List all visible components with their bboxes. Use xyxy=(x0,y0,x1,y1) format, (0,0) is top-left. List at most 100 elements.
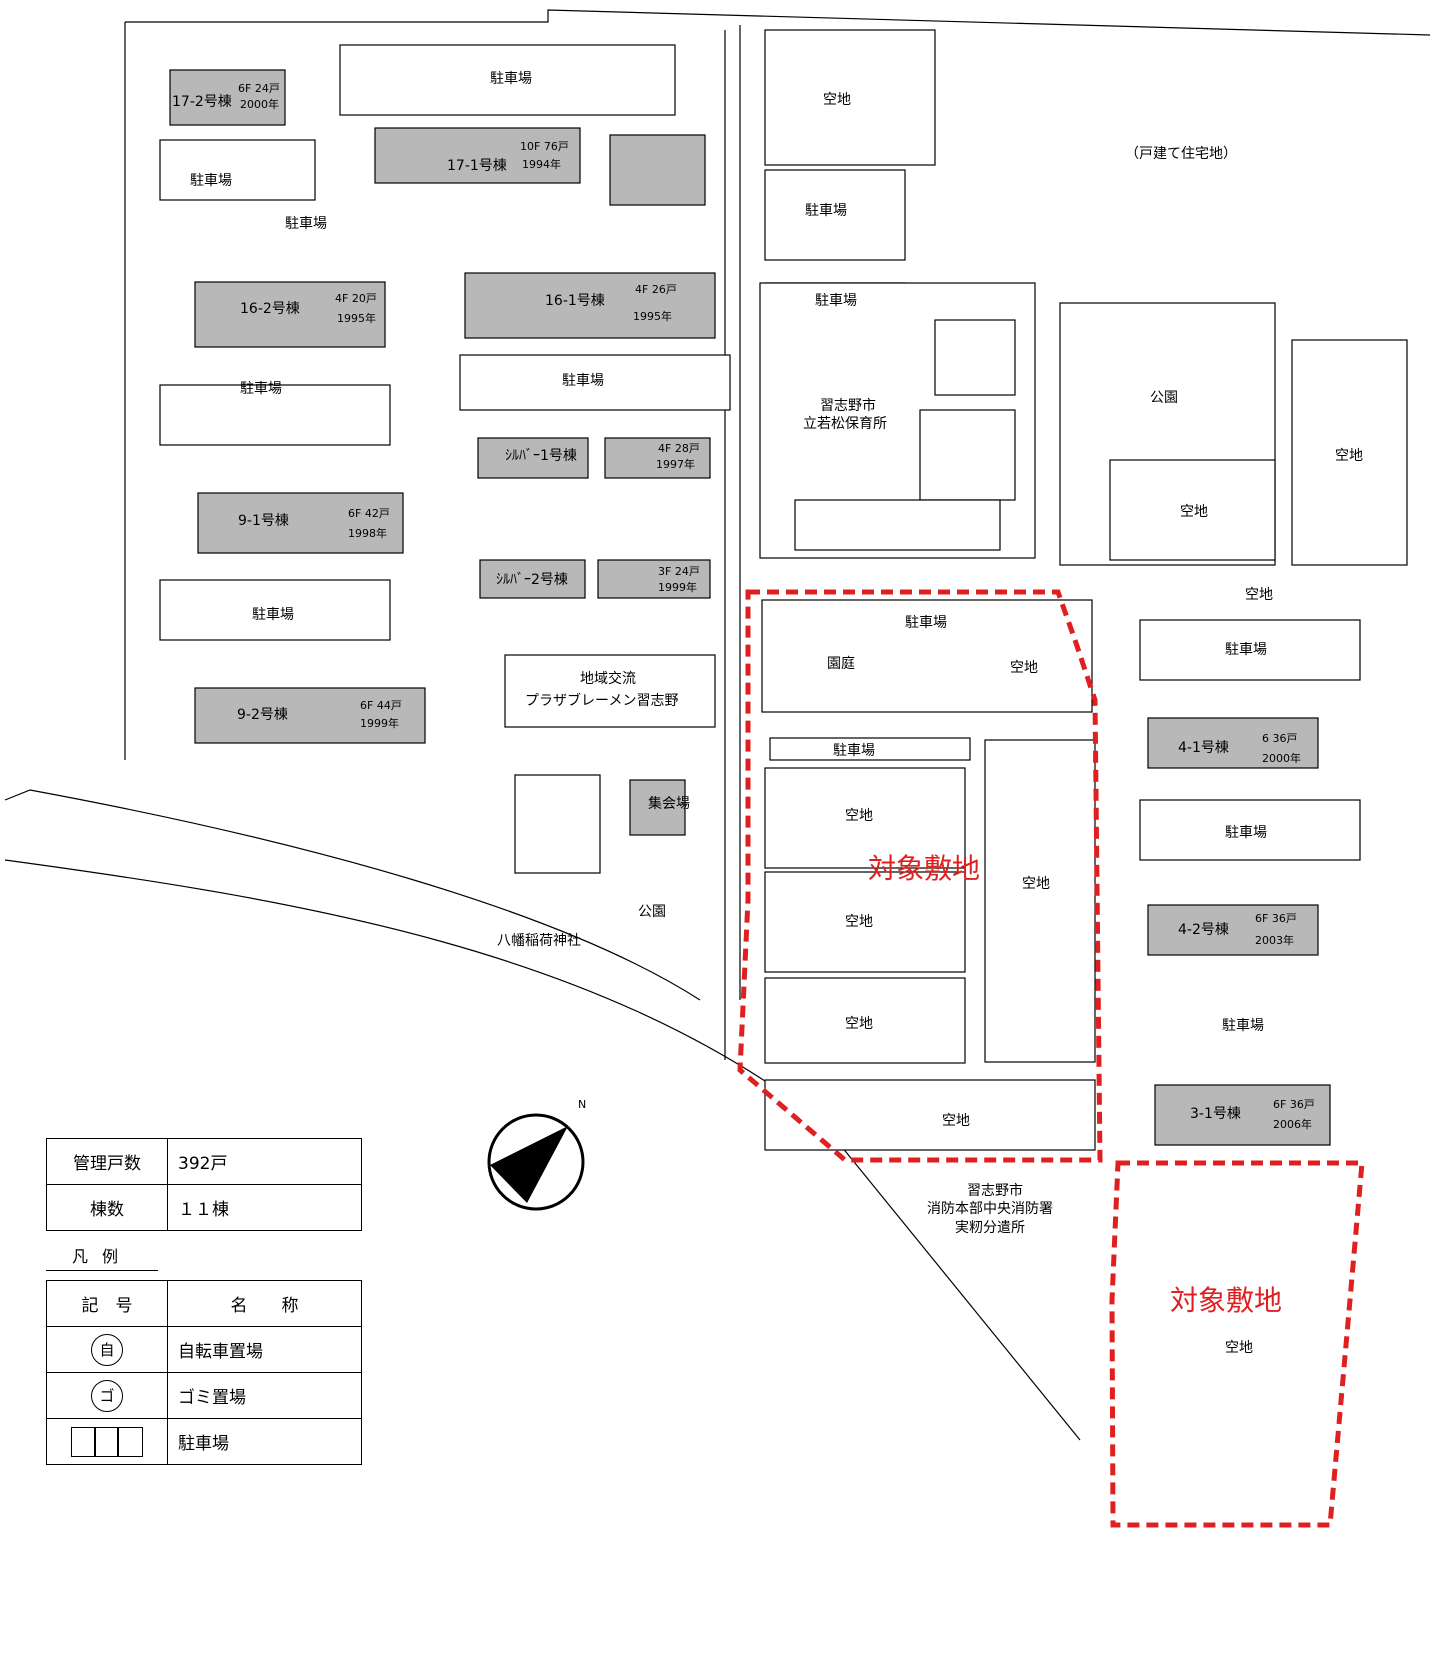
svg-text:空地: 空地 xyxy=(1010,660,1038,676)
svg-text:駐車場: 駐車場 xyxy=(1225,824,1267,841)
svg-text:駐車場: 駐車場 xyxy=(905,614,947,631)
svg-text:1999年: 1999年 xyxy=(658,580,697,594)
svg-text:1995年: 1995年 xyxy=(337,311,376,325)
svg-text:4F 28戸: 4F 28戸 xyxy=(658,442,700,455)
svg-text:駐車場: 駐車場 xyxy=(815,292,857,309)
svg-text:プラザブレーメン習志野: プラザブレーメン習志野 xyxy=(525,692,678,709)
legend-col-symbol: 記 号 xyxy=(46,1280,168,1327)
svg-text:消防本部中央消防署: 消防本部中央消防署 xyxy=(927,1201,1053,1217)
building-3-1 xyxy=(1154,1084,1331,1146)
svg-text:4-2号棟: 4-2号棟 xyxy=(1178,922,1229,938)
svg-text:1997年: 1997年 xyxy=(656,457,695,471)
svg-text:9-1号棟: 9-1号棟 xyxy=(238,513,289,529)
svg-text:習志野市: 習志野市 xyxy=(967,1182,1023,1199)
building-labels: 17-2号棟 6F 24戸 2000年 17-1号棟 10F 76戸 1994年… xyxy=(172,82,1315,1131)
svg-text:空地: 空地 xyxy=(1335,448,1363,464)
building-4-2 xyxy=(1147,904,1319,956)
legend-col-name: 名 称 xyxy=(167,1280,362,1327)
svg-text:空地: 空地 xyxy=(845,914,873,930)
svg-text:駐車場: 駐車場 xyxy=(240,380,282,397)
svg-text:ｼﾙﾊﾞｰ2号棟: ｼﾙﾊﾞｰ2号棟 xyxy=(496,572,568,588)
svg-text:N: N xyxy=(578,1098,586,1111)
svg-text:6 36戸: 6 36戸 xyxy=(1262,732,1298,745)
building-silver-2 xyxy=(479,559,586,599)
svg-text:空地: 空地 xyxy=(845,808,873,824)
bike-symbol-cell: 自 xyxy=(46,1326,168,1373)
target-area-2 xyxy=(1109,1160,1365,1528)
svg-text:立若松保育所: 立若松保育所 xyxy=(803,416,887,432)
svg-text:空地: 空地 xyxy=(845,1016,873,1032)
svg-text:公園: 公園 xyxy=(1150,390,1178,406)
svg-text:2003年: 2003年 xyxy=(1255,933,1294,947)
building-meeting xyxy=(629,779,686,836)
svg-text:4F 26戸: 4F 26戸 xyxy=(635,283,677,296)
svg-text:9-2号棟: 9-2号棟 xyxy=(237,707,288,723)
svg-text:空地: 空地 xyxy=(1225,1340,1253,1356)
svg-text:空地: 空地 xyxy=(1245,587,1273,603)
svg-text:空地: 空地 xyxy=(1022,876,1050,892)
svg-text:地域交流: 地域交流 xyxy=(580,670,636,687)
svg-text:3-1号棟: 3-1号棟 xyxy=(1190,1106,1241,1122)
building-17-2 xyxy=(169,69,286,126)
parking-name: 駐車場 xyxy=(167,1418,362,1465)
svg-text:駐車場: 駐車場 xyxy=(285,215,327,232)
units-value: 392戸 xyxy=(167,1138,362,1185)
building-4-1 xyxy=(1147,717,1319,769)
trash-symbol-cell: ゴ xyxy=(46,1372,168,1419)
buildings xyxy=(169,69,1331,1146)
area-labels: 駐車場 駐車場 駐車場 駐車場 駐車場 駐車場 駐車場 駐車場 駐車場 駐車場 … xyxy=(190,70,1363,1356)
svg-text:空地: 空地 xyxy=(942,1113,970,1129)
svg-text:駐車場: 駐車場 xyxy=(833,742,875,759)
svg-text:6F 24戸: 6F 24戸 xyxy=(238,82,280,95)
building-9-2 xyxy=(194,687,426,744)
svg-text:実籾分遣所: 実籾分遣所 xyxy=(955,1220,1025,1236)
svg-text:空地: 空地 xyxy=(823,92,851,108)
parking-symbol-cell xyxy=(46,1418,168,1465)
svg-text:駐車場: 駐車場 xyxy=(1225,641,1267,658)
svg-text:1999年: 1999年 xyxy=(360,716,399,730)
building-9-1 xyxy=(197,492,404,554)
svg-text:駐車場: 駐車場 xyxy=(190,172,232,189)
svg-text:2000年: 2000年 xyxy=(1262,751,1301,765)
svg-text:6F 44戸: 6F 44戸 xyxy=(360,699,402,712)
svg-text:習志野市: 習志野市 xyxy=(820,397,876,414)
building-16-1 xyxy=(464,272,716,339)
building-16-2 xyxy=(194,281,386,348)
legend-title: 凡例 xyxy=(46,1243,158,1271)
svg-text:（戸建て住宅地）: （戸建て住宅地） xyxy=(1125,146,1237,162)
svg-text:6F 36戸: 6F 36戸 xyxy=(1255,912,1297,925)
summary-table: 管理戸数 392戸 棟数 １１棟 xyxy=(46,1138,362,1231)
svg-text:駐車場: 駐車場 xyxy=(562,372,604,389)
svg-text:1995年: 1995年 xyxy=(633,309,672,323)
legend-table: 記 号 名 称 自 自転車置場 ゴ ゴミ置場 駐車場 xyxy=(46,1280,362,1465)
svg-text:4F 20戸: 4F 20戸 xyxy=(335,292,377,305)
bike-name: 自転車置場 xyxy=(167,1326,362,1373)
svg-text:集会場: 集会場 xyxy=(648,795,690,812)
buildings-label: 棟数 xyxy=(46,1184,168,1231)
bike-parking-icon: 自 xyxy=(91,1333,123,1366)
parking-strips xyxy=(159,44,1361,861)
svg-text:駐車場: 駐車場 xyxy=(805,202,847,219)
trash-name: ゴミ置場 xyxy=(167,1372,362,1419)
svg-text:空地: 空地 xyxy=(1180,504,1208,520)
svg-text:2006年: 2006年 xyxy=(1273,1117,1312,1131)
svg-text:16-1号棟: 16-1号棟 xyxy=(545,293,605,309)
units-label: 管理戸数 xyxy=(46,1138,168,1185)
svg-text:ｼﾙﾊﾞｰ1号棟: ｼﾙﾊﾞｰ1号棟 xyxy=(505,448,577,464)
svg-text:駐車場: 駐車場 xyxy=(490,70,532,87)
building-silver-1 xyxy=(477,437,589,479)
svg-text:園庭: 園庭 xyxy=(827,655,855,672)
target-label: 対象敷地 xyxy=(868,852,980,885)
svg-text:1998年: 1998年 xyxy=(348,526,387,540)
svg-text:16-2号棟: 16-2号棟 xyxy=(240,301,300,317)
target-label: 対象敷地 xyxy=(1170,1284,1282,1317)
target-area-1 xyxy=(737,589,1103,1163)
svg-text:6F 36戸: 6F 36戸 xyxy=(1273,1098,1315,1111)
trash-icon: ゴ xyxy=(91,1379,123,1412)
parking-icon xyxy=(71,1426,143,1457)
building-label: 17-2号棟 xyxy=(172,94,232,110)
svg-text:6F 42戸: 6F 42戸 xyxy=(348,507,390,520)
svg-text:1994年: 1994年 xyxy=(522,157,561,171)
svg-text:4-1号棟: 4-1号棟 xyxy=(1178,740,1229,756)
building-17-1 xyxy=(374,127,581,184)
